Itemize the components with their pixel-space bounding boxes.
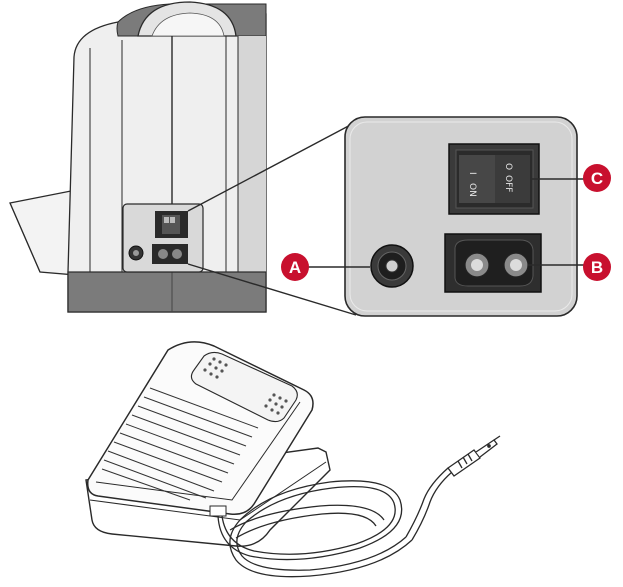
cord-plug-icon	[217, 435, 501, 578]
callout-b-badge	[583, 253, 611, 281]
switch-on-label: ON	[467, 183, 477, 197]
callout-c: C	[532, 164, 611, 192]
connector-panel-zoomed: I ON O OFF	[344, 116, 578, 317]
power-switch-icon: I ON O OFF	[448, 143, 540, 215]
foot-control-pedal-icon	[85, 341, 331, 547]
switch-off-label: OFF	[503, 175, 513, 192]
callout-b: B	[528, 253, 611, 281]
sewing-machine-side-icon	[9, 1, 267, 313]
switch-on-symbol: I	[467, 172, 477, 175]
callout-c-label: C	[591, 169, 603, 188]
callout-a: A	[281, 253, 370, 281]
pedal-ribs	[101, 387, 259, 501]
callout-a-badge	[281, 253, 309, 281]
zoom-guide-lines	[187, 121, 357, 316]
callout-b-label: B	[591, 258, 603, 277]
switch-off-symbol: O	[503, 163, 513, 170]
callout-a-label: A	[289, 258, 301, 277]
foot-control-socket-icon	[370, 244, 414, 288]
callout-c-badge	[583, 164, 611, 192]
power-cord-socket-icon	[444, 233, 542, 293]
grip-dots	[203, 357, 288, 415]
